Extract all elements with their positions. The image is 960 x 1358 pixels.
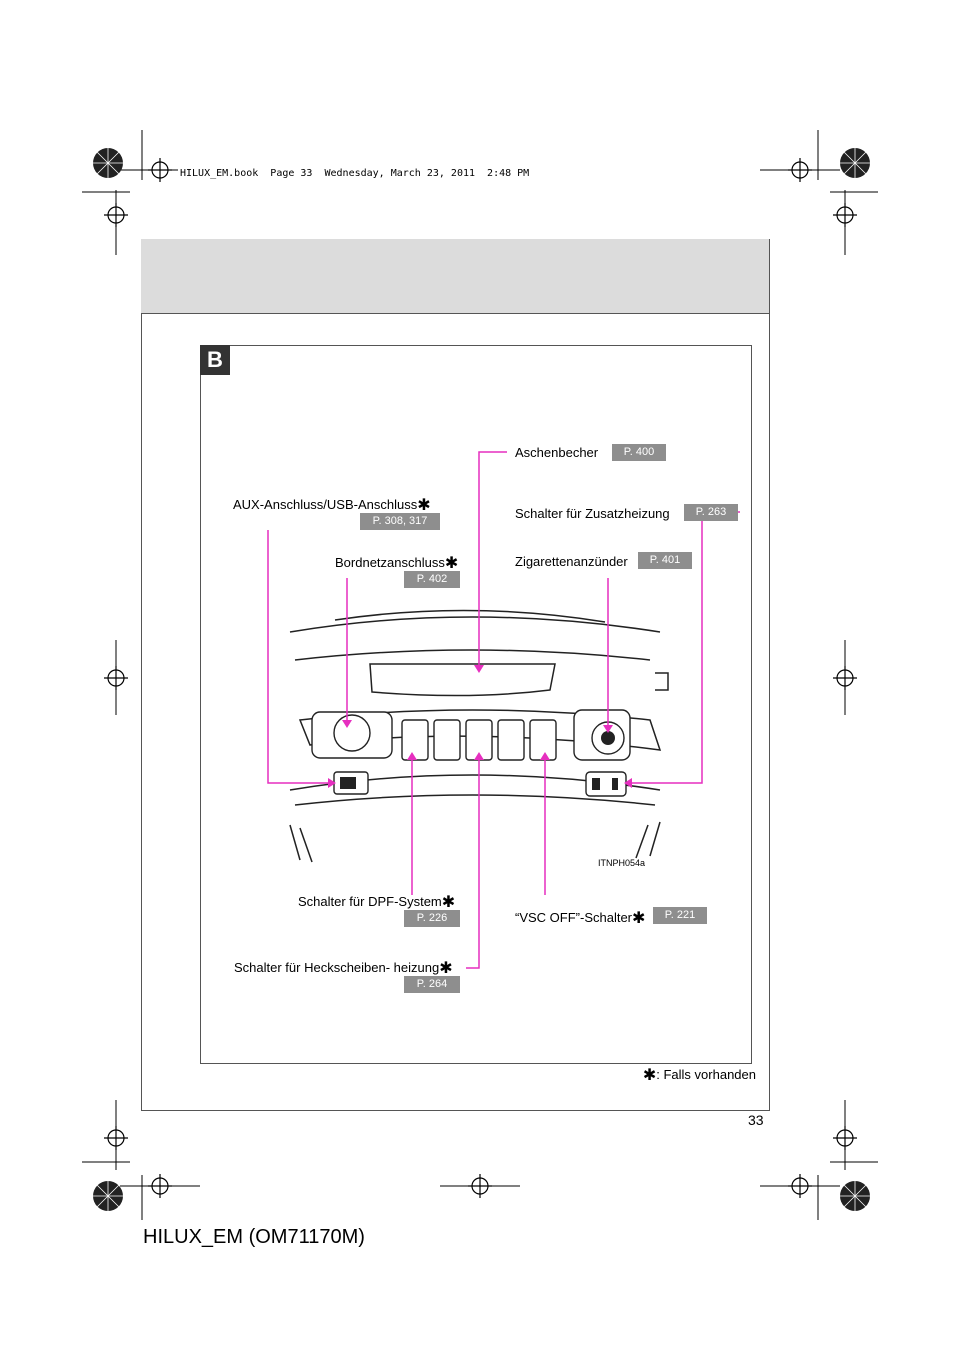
label-dpf: Schalter für DPF-System✱	[298, 892, 455, 912]
image-code: ITNPH054a	[598, 858, 646, 868]
label-power-outlet-text: Bordnetzanschluss	[335, 555, 445, 570]
dpf-switch-icon	[401, 719, 429, 761]
ref-power-outlet: P. 402	[404, 571, 460, 588]
label-vsc-off-text: “VSC OFF”-Schalter	[515, 910, 633, 925]
label-aux-usb: AUX-Anschluss/USB-Anschluss✱	[233, 495, 431, 515]
vsc-off-switch-icon	[529, 719, 557, 761]
document-id: HILUX_EM (OM71170M)	[143, 1226, 365, 1248]
ref-rear-defogger: P. 264	[404, 976, 460, 993]
ref-aux-usb: P. 308, 317	[360, 513, 440, 530]
chapter-band	[141, 239, 769, 314]
asterisk-icon: ✱	[439, 960, 453, 977]
footnote: ✱: Falls vorhanden	[643, 1065, 756, 1085]
diagram-box	[200, 345, 752, 1064]
label-rear-defogger: Schalter für Heckscheiben- heizung✱	[234, 958, 453, 978]
asterisk-icon: ✱	[441, 894, 456, 911]
asterisk-icon: ✱	[444, 555, 459, 572]
ref-ashtray: P. 400	[612, 444, 666, 461]
book-header: HILUX_EM.book Page 33 Wednesday, March 2…	[178, 168, 532, 179]
label-power-outlet: Bordnetzanschluss✱	[335, 553, 458, 573]
ref-vsc-off: P. 221	[653, 907, 707, 924]
asterisk-icon: ✱	[632, 910, 646, 927]
footnote-text: : Falls vorhanden	[656, 1067, 756, 1082]
ref-dpf: P. 226	[404, 910, 460, 927]
page-number: 33	[748, 1112, 764, 1128]
ref-cigarette-lighter: P. 401	[638, 552, 692, 569]
label-ashtray: Aschenbecher	[515, 445, 599, 460]
section-badge: B	[200, 345, 230, 375]
power-outlet-icon	[333, 714, 371, 752]
label-vsc-off: “VSC OFF”-Schalter✱	[515, 908, 645, 928]
label-dpf-text: Schalter für DPF-System	[298, 894, 442, 909]
label-rear-defogger-text: Schalter für Heckscheiben- heizung	[234, 960, 440, 975]
asterisk-icon: ✱	[642, 1067, 657, 1084]
ref-aux-heater: P. 263	[684, 504, 738, 521]
asterisk-icon: ✱	[417, 497, 431, 514]
label-cigarette-lighter: Zigarettenanzünder	[515, 554, 628, 569]
label-aux-heater: Schalter für Zusatzheizung	[515, 506, 670, 521]
label-aux-usb-text: AUX-Anschluss/USB-Anschluss	[233, 497, 418, 512]
